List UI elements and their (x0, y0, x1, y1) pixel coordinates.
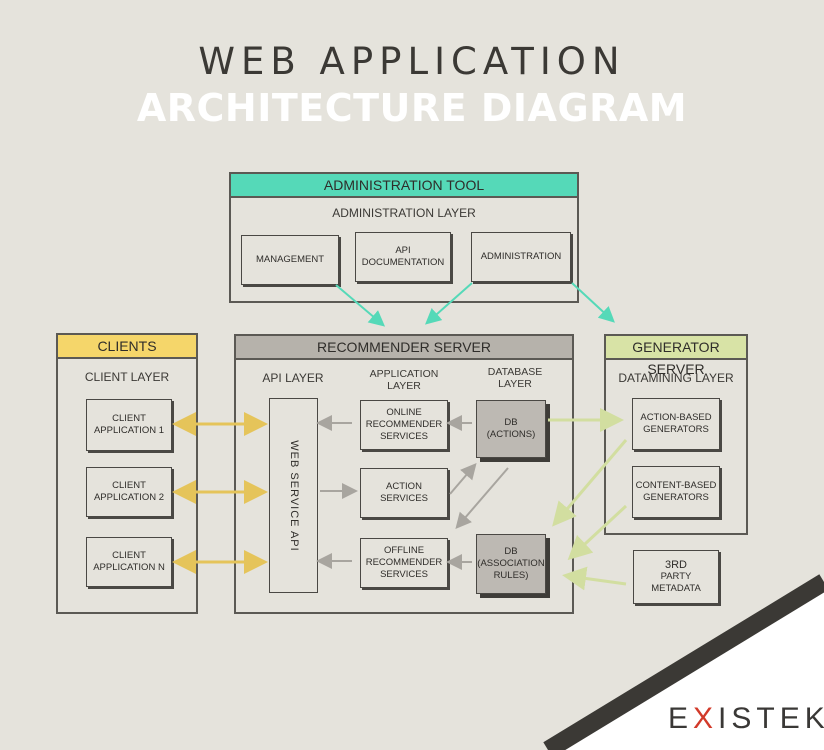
logo-part-a: E (668, 702, 694, 735)
client-application-n-box: CLIENT APPLICATION N (86, 537, 172, 587)
offline-recommender-services-box: OFFLINE RECOMMENDER SERVICES (360, 538, 448, 588)
online-recommender-services-box: ONLINE RECOMMENDER SERVICES (360, 400, 448, 450)
logo-part-b: ISTEK (718, 702, 824, 735)
db-actions-box: DB (ACTIONS) (476, 400, 546, 458)
admin-header: ADMINISTRATION TOOL (231, 174, 577, 198)
client-application-1-box: CLIENT APPLICATION 1 (86, 399, 172, 451)
client-application-2-box: CLIENT APPLICATION 2 (86, 467, 172, 517)
arrow-administration-generator (571, 282, 615, 323)
management-box: MANAGEMENT (241, 235, 339, 285)
action-services-box: ACTION SERVICES (360, 468, 448, 518)
generator-header: GENERATOR SERVER (606, 336, 746, 377)
generator-panel: GENERATOR SERVER DATAMINING LAYER ACTION… (604, 334, 748, 535)
existek-logo: EXISTEK (668, 702, 824, 736)
arrow-action-dbactions (449, 462, 477, 495)
arrow-generator-dbrules-1 (552, 439, 628, 527)
api-documentation-box: API DOCUMENTATION (355, 232, 451, 282)
content-based-generators-box: CONTENT-BASED GENERATORS (632, 466, 720, 518)
third-party-text: PARTY METADATA (651, 571, 701, 594)
administration-box: ADMINISTRATION (471, 232, 571, 282)
logo-part-x: X (693, 702, 719, 735)
clients-header: CLIENTS (58, 335, 196, 359)
clients-panel: CLIENTS CLIENT LAYER CLIENT APPLICATION … (56, 333, 198, 614)
api-layer-label: API LAYER (262, 371, 324, 385)
recommender-header: RECOMMENDER SERVER (236, 336, 572, 360)
arrow-apidoc-recommender (425, 282, 473, 325)
action-based-generators-box: ACTION-BASED GENERATORS (632, 398, 720, 450)
third-party-prefix: 3RD (664, 559, 687, 571)
title-line-2: ARCHITECTURE DIAGRAM (136, 86, 688, 130)
recommender-panel: RECOMMENDER SERVER API LAYER APPLICATION… (234, 334, 574, 614)
admin-panel: ADMINISTRATION TOOL ADMINISTRATION LAYER… (229, 172, 579, 303)
datamining-layer-label: DATAMINING LAYER (618, 371, 734, 385)
arrow-generator-dbrules-2 (567, 504, 628, 561)
db-association-rules-box: DB (ASSOCIATION RULES) (476, 534, 546, 594)
title-line-1: WEB APPLICATION (198, 40, 626, 83)
client-layer-label: CLIENT LAYER (84, 370, 170, 384)
application-layer-label: APPLICATION LAYER (369, 368, 439, 392)
database-layer-label: DATABASE LAYER (487, 366, 543, 390)
admin-layer-label: ADMINISTRATION LAYER (332, 206, 476, 220)
third-party-metadata-box: 3RD PARTY METADATA (633, 550, 719, 604)
arrow-metadata-dbrules (562, 566, 627, 591)
arrow-management-recommender (335, 284, 386, 327)
web-service-api-box: WEB SERVICE API (269, 398, 318, 593)
arrow-dbactions-offline (455, 467, 509, 530)
